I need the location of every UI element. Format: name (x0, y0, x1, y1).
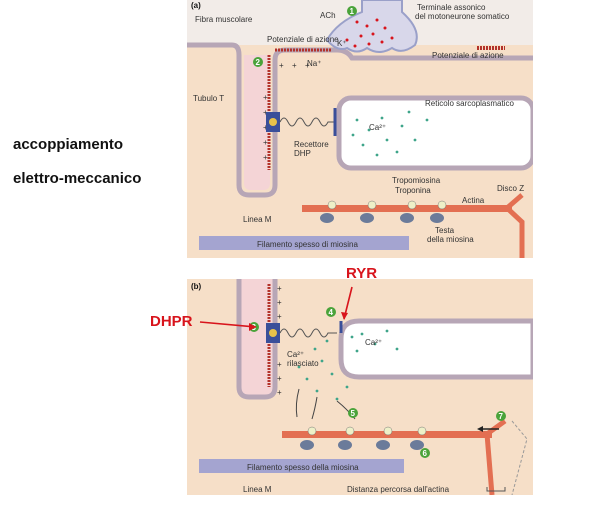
dhp-receptor-core-b (269, 329, 277, 337)
svg-text:+: + (305, 61, 310, 70)
label-potenziale-right: Potenziale di azione (432, 51, 504, 60)
label-na: Na⁺ (307, 59, 321, 68)
label-ca-rilasciato-1: Ca²⁺ (287, 350, 304, 359)
label-ach: ACh (320, 11, 336, 20)
step-5-number: 5 (351, 409, 356, 418)
label-potenziale-left: Potenziale di azione (267, 35, 339, 44)
svg-text:+: + (277, 312, 282, 321)
svg-text:+: + (277, 388, 282, 397)
step7-arrow-head (477, 426, 483, 432)
step-2-number: 2 (256, 58, 261, 67)
label-ca-reticolo: Ca²⁺ (365, 338, 382, 347)
label-disco-z: Disco Z (497, 184, 524, 193)
label-reticolo: Reticolo sarcoplasmatico (425, 99, 514, 108)
label-recettore-2: DHP (294, 149, 311, 158)
svg-text:+: + (292, 61, 297, 70)
t-tubule-lumen (244, 55, 270, 190)
panel-b-tag: (b) (191, 282, 202, 291)
panel-a-diagram: + + + + + + + + 1 2 (a) Fibra muscolare ACh (187, 0, 533, 258)
step-badge-1 (347, 6, 357, 16)
calcium-dots (351, 110, 429, 157)
sarcolemma (187, 42, 533, 198)
dhpr-callout: DHPR (150, 313, 193, 330)
svg-text:+: + (263, 138, 268, 147)
label-testa-1: Testa (435, 226, 455, 235)
t-tubule-b (236, 279, 278, 400)
myosin-heads-b (300, 440, 424, 450)
label-filamento-a: Filamento spesso di miosina (257, 240, 358, 249)
svg-text:+: + (277, 298, 282, 307)
step-badge-7 (496, 411, 506, 421)
svg-text:+: + (277, 284, 282, 293)
side-title-line2: elettro-meccanico (13, 170, 142, 187)
ryr-callout: RYR (346, 265, 378, 282)
label-troponina: Troponina (395, 186, 431, 195)
svg-text:+: + (263, 93, 268, 102)
side-title-line1: accoppiamento (13, 136, 124, 153)
coupling-spring (279, 117, 335, 127)
z-disc-b (484, 418, 507, 495)
dhpr-arrow (199, 321, 257, 328)
label-ca-rilasciato-2: rilasciato (287, 359, 319, 368)
sarcoplasmic-reticulum (336, 95, 533, 171)
label-tropomiosina: Tropomiosina (392, 176, 441, 185)
ryr-arrow-head (341, 312, 348, 320)
step-badge-6 (420, 448, 430, 458)
label-fibra-muscolare: Fibra muscolare (195, 15, 253, 24)
panel-a-tag: (a) (191, 1, 201, 10)
label-tubulo-t: Tubulo T (193, 94, 224, 103)
dhpr-arrow-head (249, 323, 256, 331)
step-7-number: 7 (499, 412, 504, 421)
svg-text:+: + (263, 123, 268, 132)
myosin-heads (320, 213, 444, 223)
troponin-b (307, 426, 427, 436)
label-recettore-1: Recettore (294, 140, 329, 149)
ach-vesicles (345, 18, 394, 48)
label-linea-m-a: Linea M (243, 215, 272, 224)
sarcoplasmic-reticulum-b (338, 318, 533, 380)
dhp-receptor-core (269, 118, 277, 126)
label-k: K⁺ (337, 39, 347, 48)
svg-text:+: + (277, 374, 282, 383)
calcium-release-dots (297, 329, 399, 401)
panel-b-diagram: ++++++ 3 4 5 6 7 (b) Ca²⁺ ril (187, 279, 533, 495)
label-terminale-1: Terminale assonico (417, 3, 486, 12)
svg-text:+: + (277, 360, 282, 369)
z-disc (505, 193, 525, 258)
charge-signs: + + + + + + + + (263, 61, 310, 162)
axon-terminal (325, 0, 418, 53)
label-testa-2: della miosina (427, 235, 474, 244)
label-linea-m-b: Linea M (243, 485, 272, 494)
step-badge-2 (253, 57, 263, 67)
label-distanza: Distanza percorsa dall'actina (347, 485, 450, 494)
step-4-number: 4 (329, 308, 334, 317)
svg-text:+: + (263, 153, 268, 162)
step-1-number: 1 (350, 7, 355, 16)
charge-signs-b: + + + + + + (277, 284, 282, 397)
troponin (327, 200, 447, 210)
coupling-spring-b (279, 328, 337, 338)
label-filamento-b: Filamento spesso della miosina (247, 463, 359, 472)
step-badge-4 (326, 307, 336, 317)
actin-filament (302, 205, 512, 212)
z-disc-original-position (511, 420, 528, 495)
step-6-number: 6 (423, 449, 428, 458)
step-badge-5 (348, 408, 358, 418)
svg-text:+: + (263, 108, 268, 117)
myosin-filament (199, 236, 409, 250)
svg-text:+: + (279, 61, 284, 70)
label-terminale-2: del motoneurone somatico (415, 12, 510, 21)
myosin-filament-b (199, 459, 404, 473)
label-ca-a: Ca²⁺ (369, 123, 386, 132)
label-actina: Actina (462, 196, 485, 205)
distance-bracket (486, 487, 506, 492)
